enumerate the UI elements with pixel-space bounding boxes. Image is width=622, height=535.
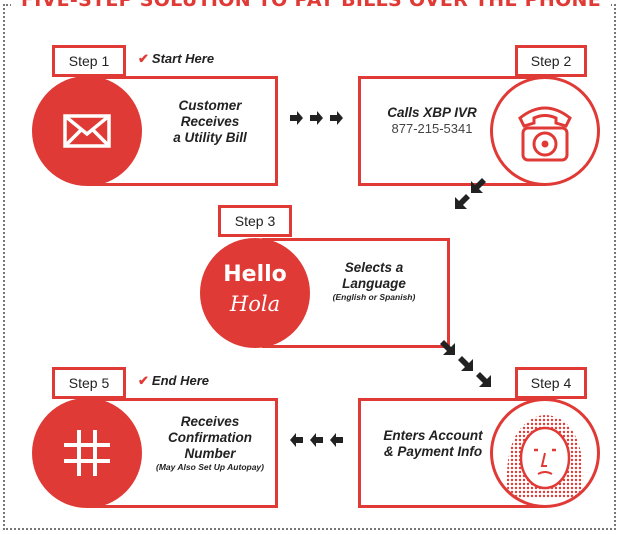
phone-number: 877-215-5341 bbox=[391, 121, 473, 136]
step-5-note: (May Also Set Up Autopay) bbox=[156, 462, 264, 472]
step-3-label: Step 3 bbox=[218, 205, 292, 237]
end-here-tag: ✔End Here bbox=[138, 373, 209, 388]
hello-text: Hello bbox=[223, 262, 287, 287]
step-1-label: Step 1 bbox=[52, 45, 126, 77]
step-1-circle bbox=[32, 76, 142, 186]
step-5-circle bbox=[32, 398, 142, 508]
arrows-right bbox=[290, 111, 343, 125]
envelope-icon bbox=[63, 114, 111, 148]
step-2-label: Step 2 bbox=[515, 45, 587, 77]
step-2-text: Calls XBP IVR 877-215-5341 bbox=[372, 105, 492, 137]
step-4-text: Enters Account& Payment Info bbox=[383, 428, 483, 459]
arrows-left bbox=[290, 433, 343, 447]
step-3-circle: Hello Hola bbox=[200, 238, 310, 348]
diagram-title: FIVE-STEP SOLUTION TO PAY BILLS OVER THE… bbox=[0, 0, 622, 11]
step-4-label: Step 4 bbox=[515, 367, 587, 399]
arrows-down-left-1 bbox=[455, 178, 486, 209]
step-5-label: Step 5 bbox=[52, 367, 126, 399]
telephone-icon bbox=[518, 106, 572, 162]
step-3-note: (English or Spanish) bbox=[332, 292, 416, 302]
person-face-icon bbox=[506, 415, 584, 498]
start-here-tag: ✔Start Here bbox=[138, 51, 215, 66]
arrows-down-right bbox=[440, 340, 491, 387]
step-2-circle bbox=[490, 76, 600, 186]
hashtag-icon bbox=[64, 430, 110, 476]
step-4-circle bbox=[490, 398, 600, 508]
language-icon: Hello Hola bbox=[200, 238, 310, 348]
hola-text: Hola bbox=[229, 292, 281, 316]
